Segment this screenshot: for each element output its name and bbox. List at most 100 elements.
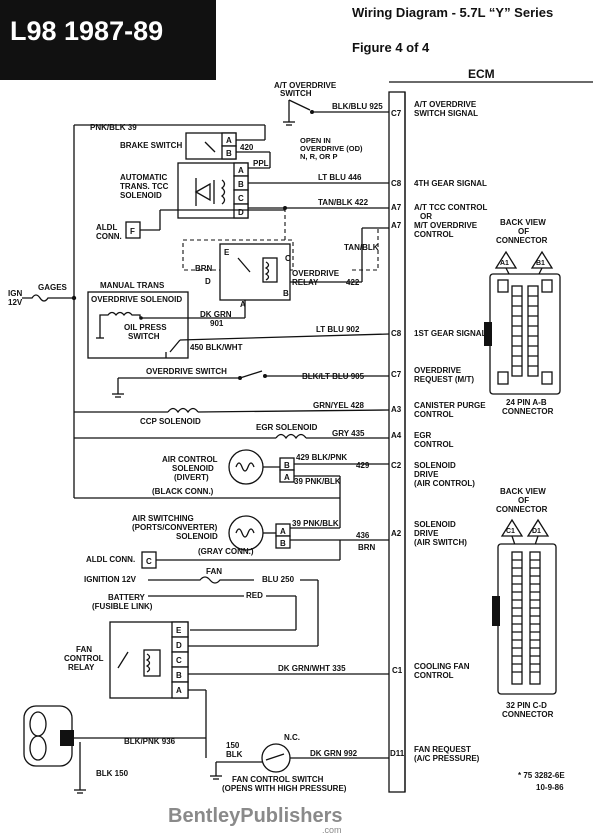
gages-label: GAGES — [38, 283, 68, 292]
signal-line: OVERDRIVE — [414, 366, 462, 375]
wire-label: BRN — [358, 543, 376, 552]
open-in-label: OVERDRIVE (OD) — [300, 144, 363, 153]
ignition-battery: IGNITION 12V FAN BLU 250 BATTERY (FUSIBL… — [84, 567, 319, 646]
pin-label: C8 — [391, 179, 402, 188]
switch-blade — [204, 141, 216, 153]
air-sw-label: AIR SWITCHING — [132, 514, 194, 523]
wire-label: BLK/LT BLU 905 — [302, 372, 365, 381]
pin-letter: F — [130, 227, 135, 236]
ab-pin-grid — [511, 285, 539, 377]
overdrive-switch: OVERDRIVE SWITCH BLK/LT BLU 905 — [112, 367, 389, 398]
cooling-fan-motor: BLK/PNK 936 BLK 150 — [23, 705, 206, 794]
fan-sw-label: (OPENS WITH HIGH PRESSURE) — [222, 784, 347, 793]
back-view-label: BACK VIEW — [500, 218, 546, 227]
fan-control-relay: FAN CONTROL RELAY E D C B A DK GRN/WHT 3… — [64, 621, 389, 758]
oil-press-label: OIL PRESS — [124, 323, 167, 332]
pin-letter: B — [280, 539, 286, 548]
pin-letter: B — [176, 671, 182, 680]
ccp-coil — [167, 407, 199, 414]
figure-label: Figure 4 of 4 — [352, 40, 430, 55]
cd-connector-label: CONNECTOR — [502, 710, 554, 719]
reference-number: * 75 3282-6E — [518, 771, 565, 780]
open-in-label: OPEN IN — [300, 136, 331, 145]
fan-fuse-label: FAN — [206, 567, 222, 576]
egr-label: EGR SOLENOID — [256, 423, 318, 432]
pin-letter: A — [226, 136, 232, 145]
pin-letter: D — [176, 641, 182, 650]
air-ctrl-label: AIR CONTROL — [162, 455, 218, 464]
wire-label: RED — [246, 591, 263, 600]
reference-date: 10-9-86 — [536, 783, 564, 792]
pin-dividers — [512, 295, 538, 367]
pin-letter: B — [284, 461, 290, 470]
diode-symbol — [194, 178, 215, 206]
wire-label: 39 PNK/BLK — [294, 477, 341, 486]
signal-line: CONTROL — [414, 671, 454, 680]
aldl-label: ALDL — [96, 223, 117, 232]
wire-label: LT BLU 446 — [318, 173, 362, 182]
od-relay-box — [219, 243, 291, 301]
gray-conn-label: (GRAY CONN.) — [198, 547, 254, 556]
wire — [179, 333, 390, 341]
signal-line: M/T OVERDRIVE — [414, 221, 478, 230]
coil-symbol — [220, 179, 226, 205]
pin-letter: C — [238, 194, 244, 203]
pin-label: C7 — [391, 370, 402, 379]
signal-line: EGR — [414, 431, 432, 440]
pin-letter: D — [238, 208, 244, 217]
cd-connector-view: BACK VIEW OF CONNECTOR C1 D1 32 PIN C-D … — [492, 487, 557, 719]
wire-label: BRN — [195, 264, 213, 273]
battery-label: BATTERY — [108, 593, 146, 602]
wire-label: BLK 150 — [96, 769, 129, 778]
air-sw-label: SOLENOID — [176, 532, 218, 541]
key-tab — [484, 322, 492, 346]
pin-c1-label: C1 — [506, 528, 515, 535]
wire-label: 450 BLK/WHT — [190, 343, 243, 352]
coil-symbol — [145, 653, 151, 673]
air-sw-circle — [228, 515, 264, 551]
pin-letter: D — [205, 277, 211, 286]
aldl-c-label: ALDL CONN. — [86, 555, 135, 564]
ign-12v-label: 12V — [8, 298, 23, 307]
wire-label: 150 — [226, 741, 240, 750]
pin-box — [233, 203, 249, 219]
wire-label: 420 — [240, 143, 254, 152]
pin-dividers — [512, 559, 540, 673]
aldl-label: CONN. — [96, 232, 122, 241]
signal-line: (AIR CONTROL) — [414, 479, 475, 488]
air-switching-solenoid: AIR SWITCHING (PORTS/CONVERTER) SOLENOID… — [132, 514, 389, 556]
wire-label: BLK — [226, 750, 243, 759]
ab-connector-label: 24 PIN A-B — [506, 398, 547, 407]
od-solenoid-label: OVERDRIVE SOLENOID — [91, 295, 182, 304]
wire-label: LT BLU 902 — [316, 325, 360, 334]
latch — [541, 279, 553, 293]
ecm-connector-strip — [388, 91, 406, 793]
signal-line: REQUEST (M/T) — [414, 375, 474, 384]
nc-label: N.C. — [284, 733, 300, 742]
wire-label: 39 PNK/BLK — [292, 519, 339, 528]
pin-label: A7 — [391, 221, 402, 230]
egr-coil — [275, 433, 307, 440]
power-bus: IGN 12V GAGES PNK/BLK 39 — [8, 123, 340, 499]
fan-motor — [60, 730, 74, 746]
pin-b1-label: B1 — [536, 260, 545, 267]
back-view-label: CONNECTOR — [496, 505, 548, 514]
bus-junction — [71, 295, 77, 301]
latch — [541, 371, 553, 385]
battery-label: (FUSIBLE LINK) — [92, 602, 153, 611]
pin-a1-label: A1 — [500, 260, 509, 267]
pin-letter: C — [176, 656, 182, 665]
fan-sw-label: FAN CONTROL SWITCH — [232, 775, 324, 784]
signal-line: COOLING FAN — [414, 662, 470, 671]
relay-coil — [143, 649, 161, 677]
back-view-label: OF — [518, 227, 529, 236]
pin-column — [511, 285, 523, 377]
air-ctrl-circle — [228, 449, 264, 485]
pin-letter: A — [176, 686, 182, 695]
at-od-switch-label: SWITCH — [280, 89, 312, 98]
wire-label: DK GRN/WHT 335 — [278, 664, 346, 673]
fan-relay-label: CONTROL — [64, 654, 104, 663]
ccp-label: CCP SOLENOID — [140, 417, 201, 426]
tcc-label: TRANS. TCC — [120, 182, 169, 191]
